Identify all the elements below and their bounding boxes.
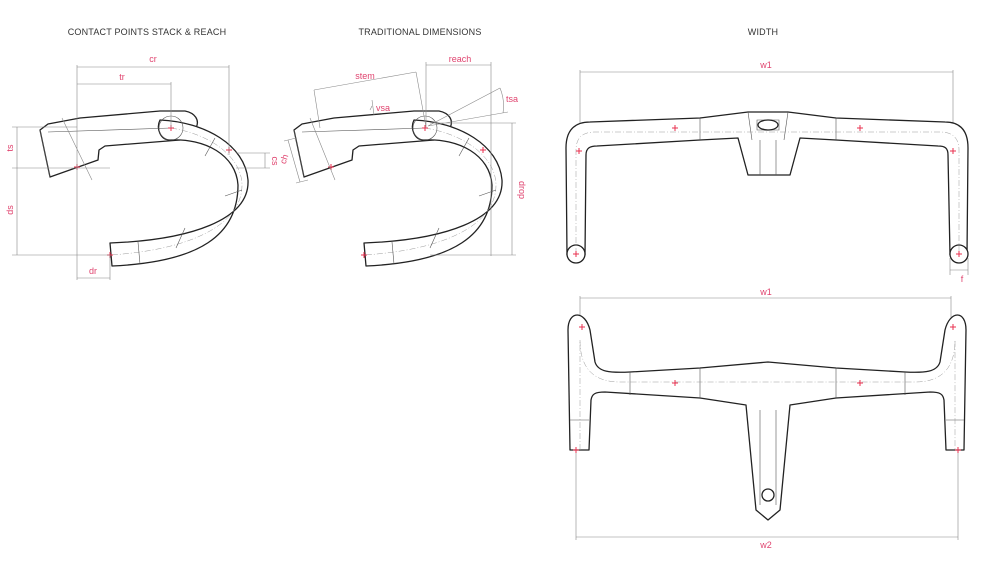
label-cr: cr	[149, 54, 157, 64]
dimension-lines-contact	[12, 65, 270, 280]
panel-title-traditional: TRADITIONAL DIMENSIONS	[358, 27, 481, 37]
label-dr: dr	[89, 266, 97, 276]
label-ts: ts	[5, 144, 15, 152]
label-vsa: vsa	[376, 103, 390, 113]
handlebar-side-view	[39, 110, 249, 267]
label-tsa: tsa	[506, 94, 518, 104]
label-tr: tr	[119, 72, 125, 82]
handlebar-top-view	[565, 70, 969, 275]
label-stem: stem	[355, 71, 375, 81]
label-w1-front: w1	[759, 287, 772, 297]
label-reach: reach	[449, 54, 472, 64]
label-ds: ds	[5, 205, 15, 215]
panel-title-width: WIDTH	[748, 27, 779, 37]
label-drop: drop	[517, 181, 527, 199]
handlebar-side-view-2	[293, 110, 503, 267]
label-f: f	[961, 274, 964, 284]
handlebar-front-view	[567, 296, 967, 540]
dimension-lines-traditional	[283, 62, 516, 256]
label-w1-top: w1	[759, 60, 772, 70]
label-ch: ch	[278, 153, 290, 165]
panel-title-contact: CONTACT POINTS STACK & REACH	[68, 27, 227, 37]
label-w2: w2	[759, 540, 772, 550]
label-cs: cs	[270, 157, 280, 167]
